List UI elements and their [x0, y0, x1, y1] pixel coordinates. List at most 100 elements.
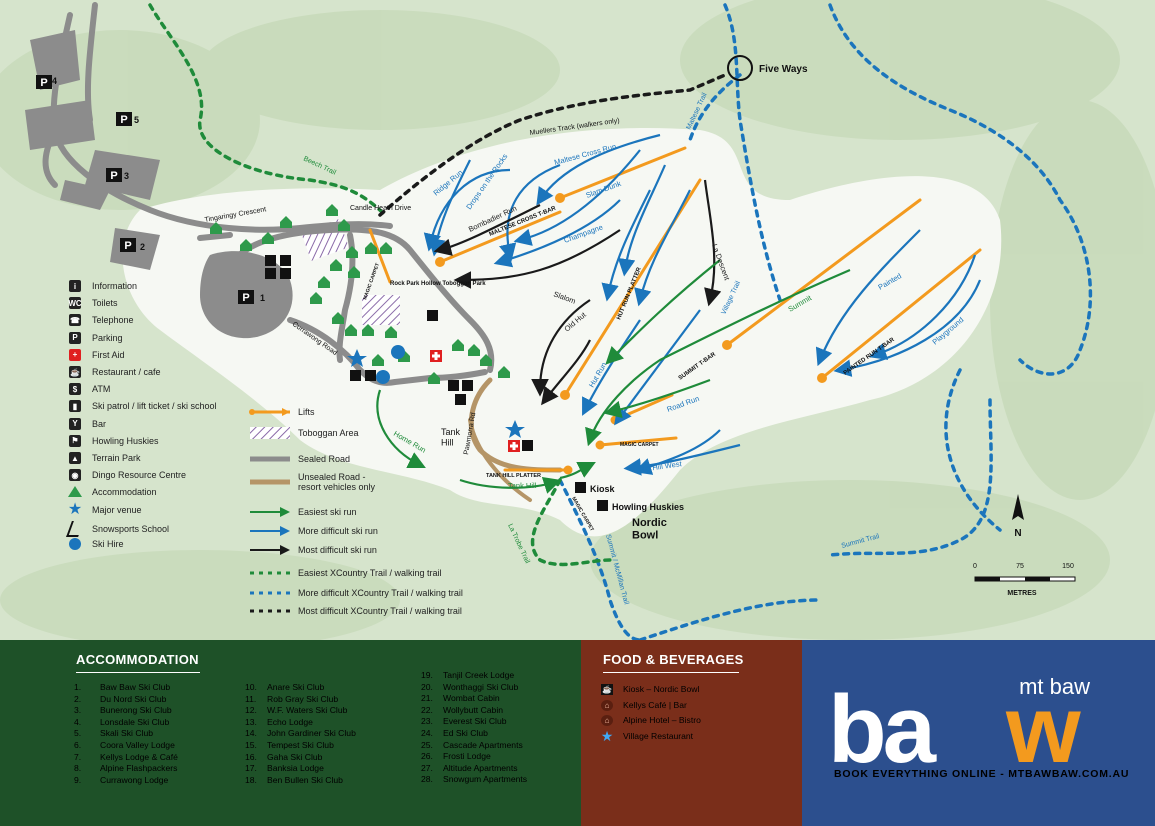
husky-icon: ⚑ — [69, 434, 81, 447]
accommodation-item: 25.Cascade Apartments — [421, 740, 527, 752]
accommodation-name: John Gardiner Ski Club — [267, 728, 356, 739]
brand-tagline: BOOK EVERYTHING ONLINE - MTBAWBAW.COM.AU — [834, 768, 1130, 780]
food-title: FOOD & BEVERAGES — [603, 652, 744, 667]
accommodation-name: Currawong Lodge — [100, 774, 169, 785]
accommodation-number: 25. — [421, 739, 433, 750]
svg-text:P: P — [242, 292, 249, 304]
unsealed-road — [468, 418, 532, 502]
accommodation-number: 18. — [245, 774, 257, 785]
accommodation-number: 20. — [421, 681, 433, 692]
kiosk-label: Kiosk — [590, 484, 616, 494]
legend-item: Ski Hire — [62, 538, 124, 550]
most-difficult-run-icon — [250, 545, 290, 555]
more-difficult-run-icon — [250, 526, 290, 536]
accommodation-number: 19. — [421, 670, 433, 680]
food-item: ⌂Alpine Hotel – Bistro — [601, 713, 701, 729]
accommodation-markers — [210, 204, 510, 384]
accommodation-item: 20.Wonthaggi Ski Club — [421, 682, 527, 694]
food-list: ☕Kiosk – Nordic Bowl⌂Kellys Café | Bar⌂A… — [601, 682, 701, 744]
legend-item: ▮Ski patrol / lift ticket / ski school — [62, 400, 217, 413]
legend-line-label: Most difficult ski run — [298, 545, 377, 555]
toboggan-area — [362, 295, 400, 325]
accommodation-divider — [76, 672, 200, 673]
easiest-run-icon — [250, 507, 290, 517]
sealed-road-icon — [250, 456, 290, 462]
svg-text:1: 1 — [260, 293, 265, 303]
five-ways-label: Five Ways — [759, 64, 808, 75]
svg-text:3: 3 — [124, 171, 129, 181]
legend-item: Snowsports School — [62, 520, 170, 537]
food-divider — [603, 672, 739, 673]
legend-item: ▲Terrain Park — [62, 452, 141, 464]
accommodation-item: 24.Ed Ski Club — [421, 728, 527, 740]
accommodation-number: 5. — [74, 728, 82, 739]
tank-hill-platter-label: TANK HILL PLATTER — [486, 473, 541, 479]
more-difficult-xc-icon — [250, 591, 290, 595]
accommodation-number: 28. — [421, 774, 433, 785]
legend-label: Toilets — [92, 298, 118, 309]
brand-panel — [802, 640, 1155, 826]
most-difficult-xc-icon — [250, 609, 290, 613]
xc-trails — [148, 3, 1093, 640]
legend-line-label: Lifts — [298, 407, 315, 417]
accommodation-number: 27. — [421, 762, 433, 773]
svg-text:w: w — [1005, 676, 1081, 766]
accommodation-item: 21.Wombat Cabin — [421, 693, 527, 705]
svg-text:P: P — [124, 240, 131, 252]
accommodation-item: 19.Tanjil Creek Lodge — [421, 670, 527, 682]
accommodation-item: 16.Gaha Ski Club — [245, 752, 356, 764]
legend-line-label: Unsealed Road - resort vehicles only — [298, 472, 376, 492]
legend-line-label: More difficult ski run — [298, 526, 378, 536]
north-arrow: N — [1012, 494, 1024, 539]
unsealed-road-icon — [250, 479, 290, 485]
accommodation-item: 2.Du Nord Ski Club — [74, 694, 178, 706]
svg-text:5: 5 — [134, 115, 139, 125]
lift-line-icon — [249, 408, 290, 416]
legend-line-item: Easiest ski run — [248, 505, 357, 519]
legend-line-label: Toboggan Area — [298, 428, 359, 438]
svg-text:P: P — [120, 114, 127, 126]
accommodation-item: 3. Bunerong Ski Club — [74, 705, 178, 717]
restaurant-icon: ☕ — [69, 366, 81, 378]
snowsports-icon — [66, 520, 84, 537]
legend-item: +First Aid — [62, 348, 125, 361]
accommodation-name: Wollybutt Cabin — [443, 704, 504, 715]
accommodation-number: 3. — [74, 705, 82, 716]
magic-carpet-label: MAGIC CARPET — [620, 442, 659, 448]
legend-label: Snowsports School — [92, 523, 170, 534]
more-difficult-runs — [423, 133, 982, 476]
accommodation-name: Ed Ski Club — [443, 727, 488, 738]
legend-item: $ATM — [62, 383, 110, 396]
legend-label: Terrain Park — [92, 453, 141, 463]
accommodation-number: 9. — [74, 774, 82, 785]
accommodation-item: 26.Frosti Lodge — [421, 751, 527, 763]
accommodation-number: 14. — [245, 728, 257, 739]
legend-line-item: Sealed Road — [248, 452, 350, 466]
accommodation-name: Lonsdale Ski Club — [100, 716, 170, 727]
accommodation-name: Baw Baw Ski Club — [100, 682, 171, 692]
accommodation-item: 6.Coora Valley Lodge — [74, 740, 178, 752]
legend-line-item: Most difficult ski run — [248, 543, 377, 557]
accommodation-number: 17. — [245, 763, 257, 774]
accommodation-item: 13.Echo Lodge — [245, 717, 356, 729]
accommodation-name: Bunerong Ski Club — [100, 705, 172, 716]
legend-item: Accommodation — [62, 486, 157, 498]
svg-text:N: N — [1014, 528, 1021, 539]
legend-label: Bar — [92, 418, 107, 429]
svg-text:150: 150 — [1062, 563, 1074, 570]
most-difficult-runs — [433, 179, 722, 406]
legend-label: Accommodation — [92, 486, 157, 497]
accommodation-number: 16. — [245, 751, 257, 762]
svg-text:75: 75 — [1016, 563, 1024, 570]
road-label: Candle Heath Drive — [350, 205, 411, 212]
svg-text:P: P — [40, 77, 47, 89]
svg-text:ba: ba — [828, 676, 937, 766]
